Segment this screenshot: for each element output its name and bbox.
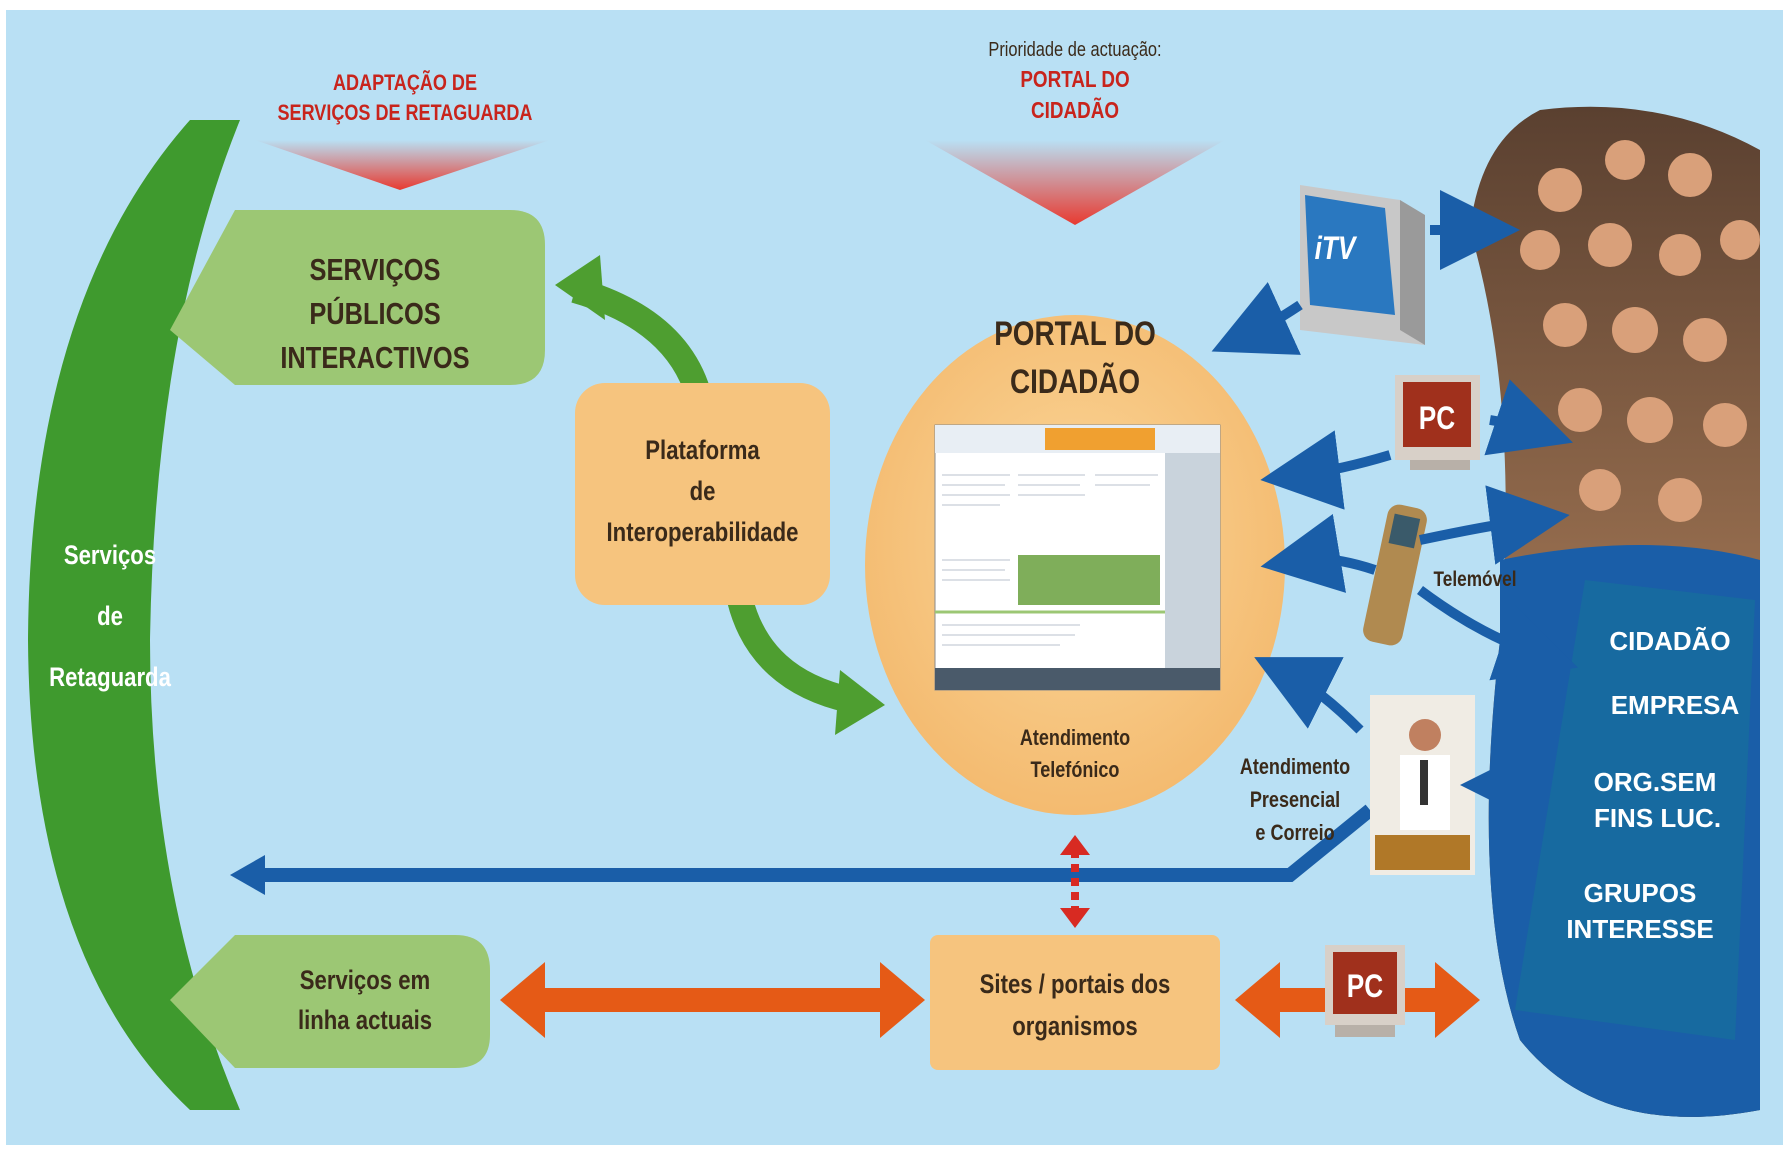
platform-line2: de [689,476,716,506]
itv-icon [1300,185,1425,345]
services-interactive-line2: INTERACTIVOS [280,340,470,375]
portal-screenshot-photo [1018,555,1160,605]
presencial-line3: e Correio [1255,820,1335,845]
services-interactive-line1: SERVIÇOS PÚBLICOS [309,252,441,331]
orange-arrow-left-body [525,988,885,1012]
orange-arrow-left-head2 [880,962,925,1038]
header-center-triangle [925,140,1225,225]
header-left-triangle [255,140,550,190]
presencial-line1: Atendimento [1239,754,1351,779]
portal-title: PORTAL DO CIDADÃO [952,310,1198,406]
blue-return-arrow-line [250,804,1375,882]
online-services-line2: linha actuais [297,1005,433,1035]
portal-screenshot-lines [942,474,1158,646]
sites-box [930,935,1220,1070]
orange-arrow-right-head2 [1435,962,1480,1038]
services-interactive-shape [170,210,545,385]
portal-title-line1: PORTAL DO [994,315,1156,353]
green-arrow-up-head [555,255,605,320]
sites-label: Sites / portais dos organismos [956,963,1194,1047]
platform-label: Plataforma de Interoperabilidade [598,430,807,553]
header-center-line2: CIDADÃO [1030,97,1120,123]
presencial-photo [1370,695,1475,875]
audience-inner-panel [1515,580,1755,1040]
pc-top-label: PC [1418,400,1456,436]
header-left-line1: ADAPTAÇÃO DE [333,70,477,95]
portal-screenshot-banner [1045,428,1155,450]
header-left-line2: SERVIÇOS DE RETAGUARDA [277,100,533,125]
pc-bottom-icon [1325,945,1405,1037]
presencial-line2: Presencial [1249,787,1341,812]
online-services-shape [170,935,490,1068]
sites-line1: Sites / portais dos [979,969,1171,999]
left-band-line3: Retaguarda [49,662,171,692]
header-center-caption: Prioridade de actuação: [988,39,1162,61]
audience-groups-line2: INTERESSE [1566,914,1714,944]
portal-screenshot-sidebar [1165,453,1220,690]
phone-service-line2: Telefónico [1030,757,1120,782]
presencial-label: Atendimento Presencial e Correio [1238,750,1353,849]
audience-groups-line1: GRUPOS [1583,878,1697,908]
phone-service-label: Atendimento Telefónico [981,722,1170,786]
blue-channel-arrows [1211,190,1578,825]
header-left-title: ADAPTAÇÃO DE SERVIÇOS DE RETAGUARDA [253,68,556,128]
red-link-head-down [1060,908,1090,928]
mobile-label: Telemóvel [1433,568,1517,591]
sites-line2: organismos [1012,1011,1138,1041]
left-band-line1: Serviços [63,540,157,570]
portal-screenshot-footer [935,668,1220,690]
mobile-phone-icon [1363,504,1427,646]
audience-nonprofit-line2: FINS LUC. [1593,803,1722,833]
orange-arrow-left-head [500,962,545,1038]
platform-line3: Interoperabilidade [606,517,799,547]
audience-nonprofit-line1: ORG.SEM [1593,767,1717,797]
crowd-faces [1520,140,1760,522]
phone-service-line1: Atendimento [1019,725,1131,750]
header-center-line1: PORTAL DO [1020,66,1130,92]
header-center-title: PORTAL DO CIDADÃO [952,64,1198,126]
portal-title-line2: CIDADÃO [1009,363,1141,401]
services-interactive-label: SERVIÇOS PÚBLICOS INTERACTIVOS [244,248,506,380]
left-band-label: Serviços de Retaguarda [32,525,188,708]
platform-line1: Plataforma [645,435,760,465]
left-band-line2: de [97,601,123,631]
pc-top-icon [1395,375,1480,470]
audience-citizen: CIDADÃO [1609,626,1731,656]
itv-label: iTV [1314,230,1356,266]
online-services-label: Serviços em linha actuais [271,960,460,1040]
audience-company: EMPRESA [1610,690,1740,720]
online-services-line1: Serviços em [299,965,431,995]
green-arrow-down-head [835,670,885,735]
left-band-shape [28,120,240,1110]
green-arrow-down-line [727,596,854,713]
red-link-head-up [1060,835,1090,855]
pc-bottom-label: PC [1346,968,1384,1004]
orange-arrow-right-head [1235,962,1280,1038]
platform-box [575,383,830,605]
blue-return-arrow-head [230,855,265,895]
